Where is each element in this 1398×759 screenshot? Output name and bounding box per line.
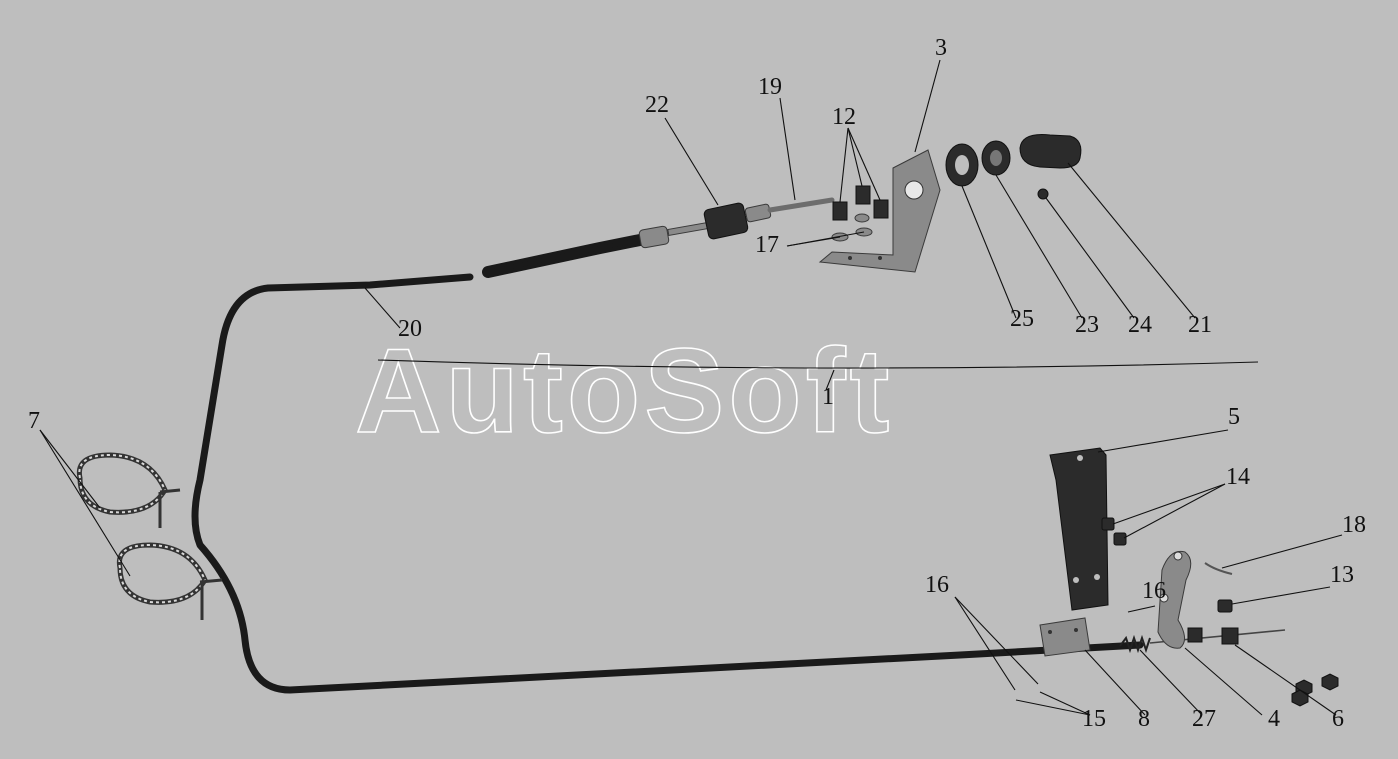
callout-6: 6 (1332, 706, 1344, 732)
callout-17: 17 (755, 232, 779, 258)
callout-15: 15 (1082, 706, 1106, 732)
clip-icon (76, 452, 223, 620)
callout-1: 1 (822, 384, 834, 410)
callout-27: 27 (1192, 706, 1216, 732)
bolt-14-icon (1101, 517, 1127, 546)
callout-22: 22 (645, 92, 669, 118)
callout-20: 20 (398, 316, 422, 342)
callout-12: 12 (832, 104, 856, 130)
callout-19: 19 (758, 74, 782, 100)
callout-25: 25 (1010, 306, 1034, 332)
callout-21: 21 (1188, 312, 1212, 338)
thin-cable-line (377, 359, 1259, 369)
washer-icon (945, 140, 1011, 187)
callout-5: 5 (1228, 404, 1240, 430)
callout-7: 7 (28, 408, 40, 434)
bolt-icon (831, 185, 889, 242)
bracket-icon (818, 149, 941, 273)
callout-4: 4 (1268, 706, 1280, 732)
callout-14: 14 (1226, 464, 1250, 490)
watermark-text: AutoSoft (355, 324, 893, 458)
leader-lines (39, 59, 1343, 716)
cotter-pin-icon (1204, 562, 1233, 575)
callout-16-lever: 16 (1142, 578, 1166, 604)
callout-16-nuts: 16 (925, 572, 949, 598)
knob-icon (1019, 134, 1082, 200)
bolt-13-icon (1217, 599, 1233, 613)
bracket-5-icon (1049, 447, 1109, 611)
callout-13: 13 (1330, 562, 1354, 588)
callout-24: 24 (1128, 312, 1152, 338)
callout-23: 23 (1075, 312, 1099, 338)
cable-icon (191, 197, 1286, 694)
clamp-6-icon (1221, 627, 1239, 645)
lever-icon (1157, 550, 1203, 649)
callout-18: 18 (1342, 512, 1366, 538)
nut-icon (1291, 673, 1339, 707)
callout-3: 3 (935, 35, 947, 61)
clip-8-icon (1039, 617, 1091, 657)
callout-8: 8 (1138, 706, 1150, 732)
